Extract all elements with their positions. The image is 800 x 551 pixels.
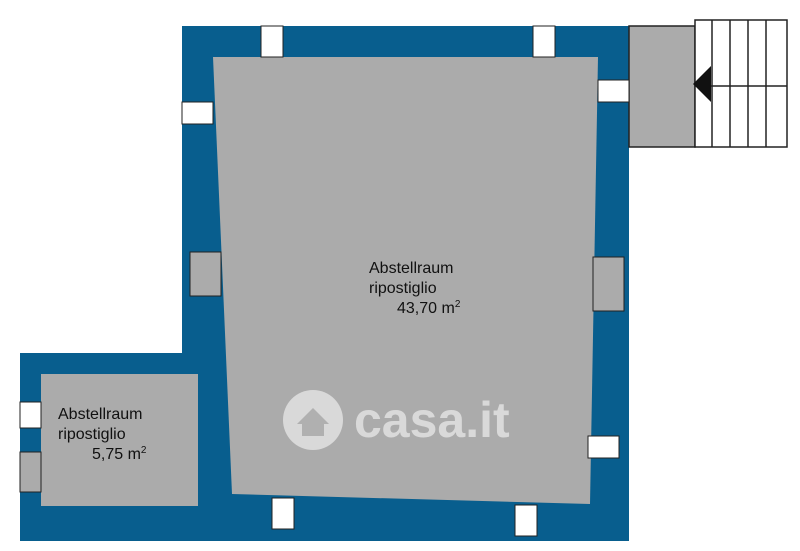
- door-left: [189, 251, 222, 297]
- window-bottom-left: [271, 497, 295, 530]
- window-bottom-right: [514, 504, 538, 537]
- window-small-room: [19, 401, 42, 429]
- arrow-left-icon: [693, 66, 711, 102]
- floor-small-room: [41, 374, 198, 506]
- door-right: [592, 256, 625, 312]
- window-top-left: [260, 25, 284, 58]
- window-left-upper: [181, 101, 214, 125]
- window-right-upper: [597, 79, 630, 103]
- window-right-lower: [587, 435, 620, 459]
- window-top-right: [532, 25, 556, 58]
- small-room-name-de: Abstellraum: [58, 406, 142, 423]
- large-room-label: Abstellraum ripostiglio 43,70 m2: [369, 260, 461, 317]
- small-room-area: 5,75 m2: [92, 445, 147, 463]
- door-small-room: [19, 451, 42, 493]
- watermark: casa.it: [283, 390, 510, 450]
- stair-landing: [628, 25, 696, 148]
- watermark-text: casa.it: [354, 392, 510, 448]
- large-room-name-it: ripostiglio: [369, 280, 437, 297]
- large-room-name-de: Abstellraum: [369, 260, 453, 277]
- small-room-name-it: ripostiglio: [58, 426, 126, 443]
- doors: [19, 251, 625, 493]
- small-room-label: Abstellraum ripostiglio 5,75 m2: [58, 406, 147, 463]
- windows: [19, 25, 630, 537]
- large-room-area: 43,70 m2: [397, 299, 461, 317]
